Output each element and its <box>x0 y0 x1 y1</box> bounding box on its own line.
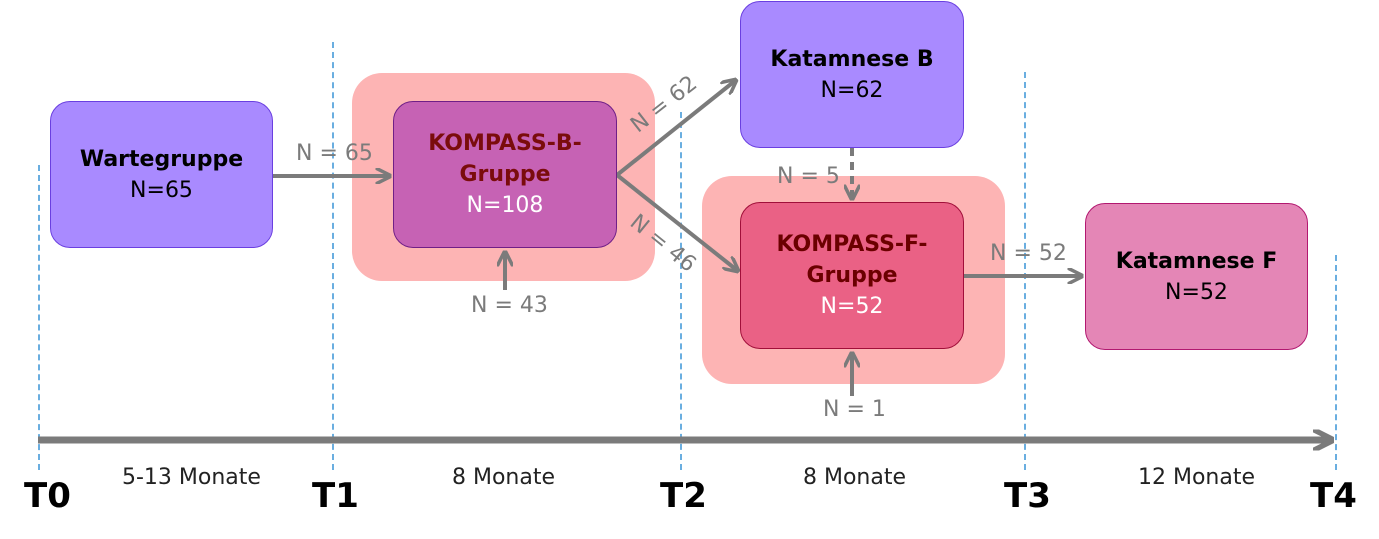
arrow-kompass-b-to-katamnese-b <box>615 80 736 177</box>
time-marker-t4-line <box>1335 255 1337 470</box>
kompass-b-box: KOMPASS-B- Gruppe N=108 <box>393 101 617 248</box>
time-label-t2: T2 <box>660 476 707 516</box>
kompass-f-title-line2: Gruppe <box>806 263 898 288</box>
kompass-f-title-line1: KOMPASS-F- <box>776 232 928 257</box>
time-marker-t1-line <box>332 42 334 470</box>
wartegruppe-title: Wartegruppe <box>79 146 244 172</box>
wartegruppe-n: N=65 <box>130 177 193 203</box>
wartegruppe-box: Wartegruppe N=65 <box>50 101 273 248</box>
katamnese-f-n: N=52 <box>1165 279 1228 305</box>
flow-label-katamnese-b-to-f: N = 5 <box>777 164 840 189</box>
katamnese-f-box: Katamnese F N=52 <box>1085 203 1308 350</box>
katamnese-b-box: Katamnese B N=62 <box>740 1 964 148</box>
kompass-b-title-line2: Gruppe <box>459 162 551 187</box>
duration-t1-t2: 8 Monate <box>452 465 556 490</box>
flow-label-f-to-katamnese-f: N = 52 <box>990 241 1067 266</box>
flow-label-into-b: N = 43 <box>471 293 548 318</box>
katamnese-b-n: N=62 <box>820 77 884 103</box>
duration-t3-t4: 12 Monate <box>1138 465 1256 490</box>
time-label-t1: T1 <box>312 476 359 516</box>
kompass-b-n: N=108 <box>466 193 544 218</box>
kompass-f-box: KOMPASS-F- Gruppe N=52 <box>740 202 964 349</box>
time-marker-t3-line <box>1024 72 1026 470</box>
flow-label-into-f: N = 1 <box>823 397 886 422</box>
time-marker-t0-line <box>38 165 40 470</box>
katamnese-f-title: Katamnese F <box>1115 248 1278 274</box>
duration-t0-t1: 5-13 Monate <box>122 465 261 490</box>
time-label-t4: T4 <box>1310 476 1357 516</box>
arrow-kompass-b-to-kompass-f <box>615 173 738 271</box>
time-marker-t2-line <box>680 112 682 470</box>
time-label-t3: T3 <box>1004 476 1051 516</box>
kompass-b-title-line1: KOMPASS-B- <box>428 131 582 156</box>
time-label-t0: T0 <box>24 476 71 516</box>
flow-label-warte-to-b: N = 65 <box>296 141 373 166</box>
kompass-f-n: N=52 <box>820 294 884 319</box>
katamnese-b-title: Katamnese B <box>770 46 934 72</box>
duration-t2-t3: 8 Monate <box>803 465 907 490</box>
